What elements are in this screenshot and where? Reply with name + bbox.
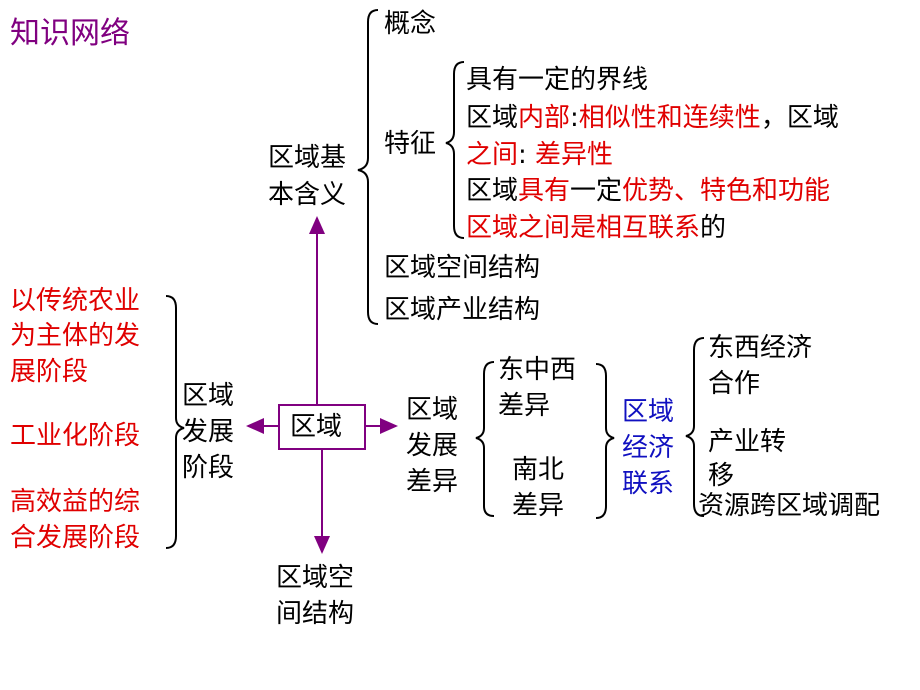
feature-2: 区域内部:相似性和连续性，区域 — [466, 100, 839, 136]
ew-diff-1: 东中西 — [498, 355, 577, 385]
feature-5: 区域之间是相互联系的 — [466, 210, 726, 246]
feature-3a: 之间 — [466, 140, 519, 170]
development-label-3: 阶段 — [182, 453, 235, 483]
economic-item2-1: 产业转 — [708, 427, 787, 457]
economic-label-3: 联系 — [622, 469, 675, 499]
spatial-structure: 区域空间结构 — [384, 253, 541, 283]
feature-2e: ，区域 — [760, 103, 839, 133]
ns-diff-1: 南北 — [512, 455, 565, 485]
feature-3c: 差异性 — [535, 140, 614, 170]
stage1-line1: 以传统农业 — [10, 286, 141, 316]
development-label-2: 发展 — [182, 417, 235, 447]
economic-item1-1: 东西经济 — [708, 333, 813, 363]
feature-4a: 区域 — [466, 176, 519, 206]
feature-2c: : — [570, 103, 579, 133]
center-box — [278, 404, 366, 450]
center-label: 区域 — [290, 412, 343, 442]
spatial-bottom-1: 区域空 — [276, 563, 355, 593]
feature-4c: 一定 — [570, 176, 623, 206]
feature-2a: 区域 — [466, 103, 519, 133]
brace-features — [445, 61, 465, 239]
page-title: 知识网络 — [10, 16, 130, 51]
economic-item2-2: 移 — [708, 461, 735, 491]
difference-label-1: 区域 — [406, 395, 459, 425]
difference-label-3: 差异 — [406, 467, 459, 497]
meaning-label-1: 区域基 — [268, 143, 347, 173]
feature-1: 具有一定的界线 — [466, 65, 649, 95]
feature-3b: : — [518, 140, 536, 170]
feature-2d: 相似性和连续性 — [578, 103, 761, 133]
brace-difference-close — [595, 363, 615, 519]
brace-stages — [165, 295, 185, 549]
feature-4b: 具有 — [518, 176, 571, 206]
feature-3: 之间: 差异性 — [466, 137, 613, 173]
economic-label-1: 区域 — [622, 397, 675, 427]
feature-4d: 优势、特色和功能 — [622, 176, 831, 206]
spatial-bottom-2: 间结构 — [276, 599, 355, 629]
feature-4: 区域具有一定优势、特色和功能 — [466, 173, 830, 209]
stage1-line3: 展阶段 — [10, 357, 89, 387]
stage2: 工业化阶段 — [10, 421, 141, 451]
ns-diff-2: 差异 — [512, 491, 565, 521]
feature-label: 特征 — [384, 129, 437, 159]
stage1-line2: 为主体的发 — [10, 321, 141, 351]
stage3-line1: 高效益的综 — [10, 487, 141, 517]
meaning-label-2: 本含义 — [268, 180, 347, 210]
economic-item3: 资源跨区域调配 — [698, 491, 881, 521]
feature-5b: 的 — [700, 213, 727, 243]
economic-item1-2: 合作 — [708, 369, 761, 399]
ew-diff-2: 差异 — [498, 391, 551, 421]
concept-label: 概念 — [384, 9, 437, 39]
feature-2b: 内部 — [518, 103, 571, 133]
brace-economic — [685, 337, 705, 517]
feature-5a: 区域之间是相互联系 — [466, 213, 701, 243]
industrial-structure: 区域产业结构 — [384, 295, 541, 325]
economic-label-2: 经济 — [622, 433, 675, 463]
stage3-line2: 合发展阶段 — [10, 523, 141, 553]
brace-difference — [475, 361, 495, 517]
development-label-1: 区域 — [182, 381, 235, 411]
brace-meaning — [357, 9, 379, 325]
difference-label-2: 发展 — [406, 431, 459, 461]
